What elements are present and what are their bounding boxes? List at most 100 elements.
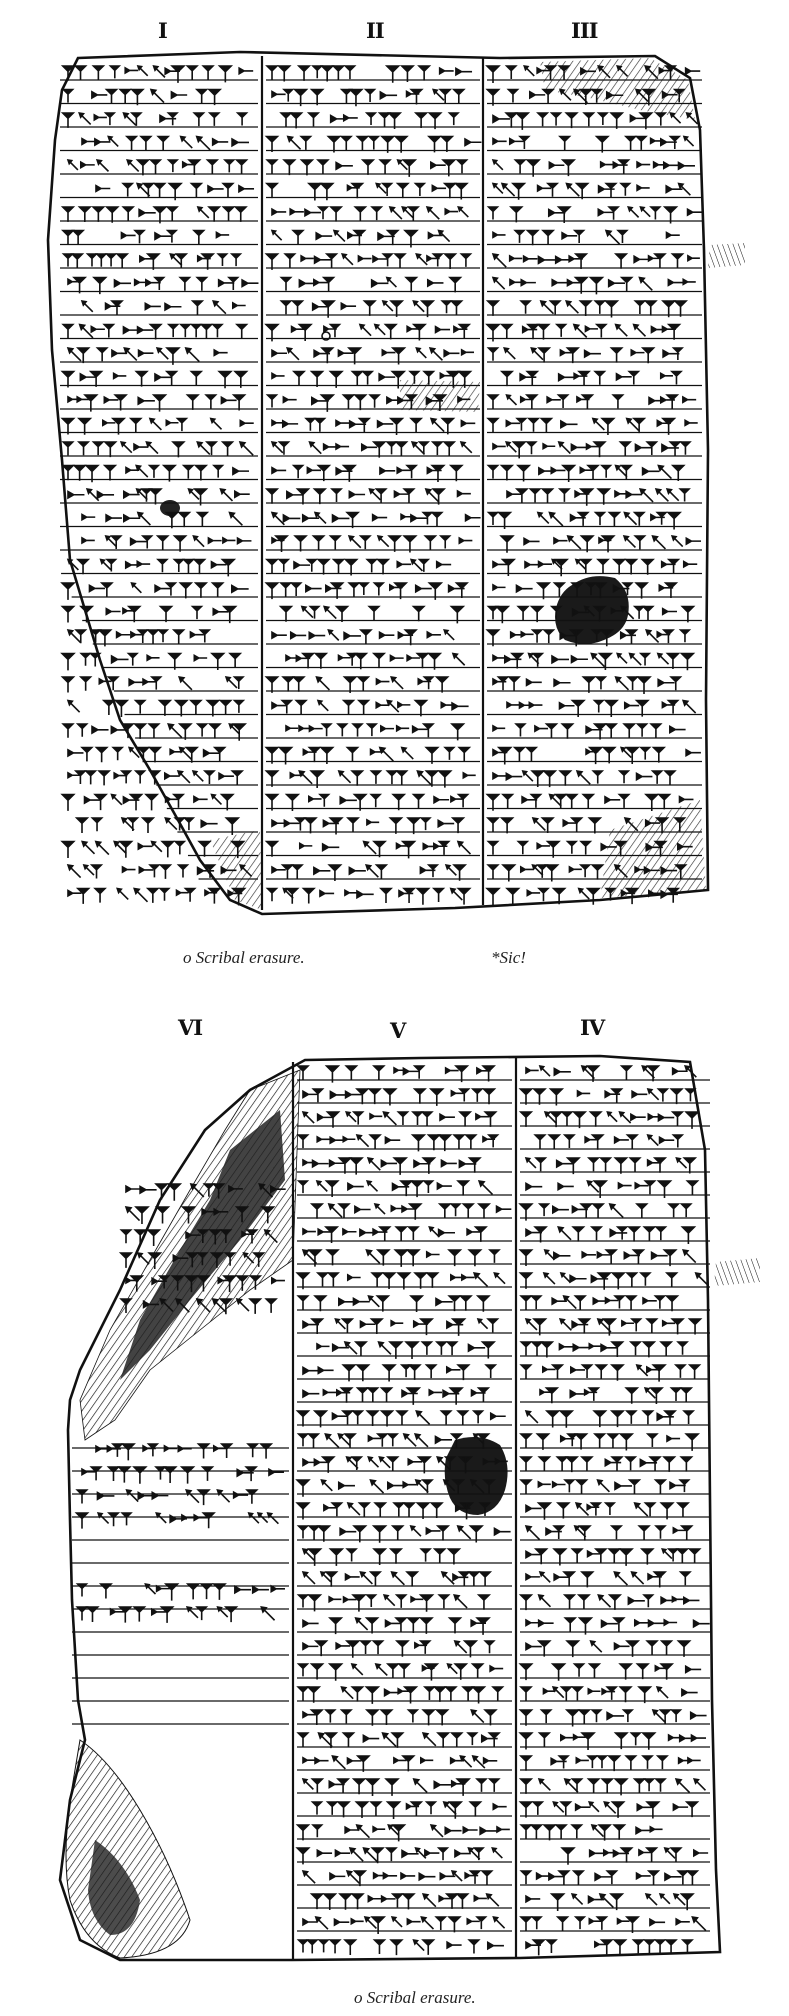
cuneiform-wedge [446,1548,462,1565]
cuneiform-wedge [557,488,571,502]
cuneiform-wedge [461,1686,476,1702]
cuneiform-wedge [540,488,555,504]
cuneiform-wedge [190,605,204,620]
cuneiform-wedge [105,558,118,572]
cuneiform-wedge [61,323,75,339]
cuneiform-wedge [283,818,300,828]
cuneiform-wedge [264,1298,278,1313]
cuneiform-wedge [565,347,580,364]
cuneiform-wedge [264,582,280,600]
cuneiform-wedge [324,1709,337,1723]
cuneiform-wedge [165,418,179,427]
cuneiform-wedge [205,699,221,717]
cuneiform-wedge [294,699,308,715]
cuneiform-wedge [451,1479,466,1495]
cuneiform-wedge [313,866,331,876]
cuneiform-wedge [233,206,248,222]
cuneiform-wedge [365,1179,379,1192]
cuneiform-wedge [447,1617,463,1634]
cuneiform-wedge [425,205,440,220]
cuneiform-wedge [193,795,208,804]
cuneiform-wedge [355,1088,370,1105]
cuneiform-wedge [678,795,694,804]
cuneiform-wedge [79,160,95,170]
cuneiform-wedge [411,323,427,341]
cuneiform-wedge [481,1088,497,1105]
cuneiform-wedge [152,182,167,198]
cuneiform-wedge [264,676,280,693]
cuneiform-wedge [665,652,681,670]
cuneiform-wedge [652,1571,668,1588]
cuneiform-wedge [378,372,396,382]
cuneiform-wedge [599,464,613,478]
cuneiform-wedge [283,253,297,268]
cuneiform-wedge [453,1663,469,1680]
cuneiform-wedge [364,1617,380,1634]
cuneiform-wedge [659,1663,675,1680]
cuneiform-wedge [320,1478,333,1492]
cuneiform-wedge [590,652,606,668]
cuneiform-wedge [280,864,295,879]
cuneiform-wedge [596,1478,610,1493]
cuneiform-wedge [210,560,227,570]
cuneiform-wedge [309,770,326,788]
cuneiform-wedge [582,112,596,127]
cuneiform-wedge [341,1732,356,1748]
cuneiform-wedge [219,1229,233,1244]
cuneiform-wedge [348,1157,364,1175]
cuneiform-wedge [687,254,700,262]
cuneiform-wedge [291,370,306,387]
cuneiform-wedge [413,1159,431,1169]
cuneiform-wedge [539,299,555,315]
cuneiform-wedge [673,864,688,879]
cuneiform-wedge [491,1686,505,1701]
cuneiform-wedge [399,65,415,83]
cuneiform-wedge [439,1410,453,1425]
cuneiform-wedge [280,699,294,714]
cuneiform-wedge [489,1664,504,1673]
cuneiform-wedge [78,111,92,125]
cuneiform-wedge [144,301,161,311]
cuneiform-wedge [137,396,155,406]
cuneiform-wedge [690,1733,707,1743]
cuneiform-wedge [195,511,210,527]
cuneiform-wedge [448,1387,464,1405]
cuneiform-wedge [580,1732,596,1750]
cuneiform-wedge [516,840,530,855]
cuneiform-wedge [379,1709,394,1726]
cuneiform-wedge [103,112,117,126]
cuneiform-wedge [665,487,680,502]
cuneiform-wedge [385,441,398,455]
cuneiform-wedge [343,1433,357,1449]
cuneiform-wedge [101,699,116,716]
cuneiform-wedge [306,1433,321,1448]
cuneiform-wedge [379,90,398,101]
cuneiform-wedge [210,652,226,671]
cuneiform-wedge [505,440,517,453]
cuneiform-wedge [685,1870,700,1885]
cuneiform-wedge [376,419,394,429]
cuneiform-wedge [494,1457,508,1466]
cuneiform-wedge [91,725,109,735]
cuneiform-wedge [324,1065,341,1083]
cuneiform-wedge [542,442,556,451]
cuneiform-wedge [438,1894,453,1903]
cuneiform-wedge [600,1778,615,1794]
cuneiform-wedge [424,1801,438,1815]
cuneiform-wedge [636,184,650,192]
cuneiform-wedge [192,229,206,245]
cuneiform-wedge [476,1594,492,1610]
cuneiform-wedge [666,558,681,574]
cuneiform-wedge [519,372,537,382]
cuneiform-wedge [641,605,655,621]
cuneiform-wedge [339,1709,353,1724]
cuneiform-wedge [450,795,464,804]
cuneiform-wedge [656,652,670,665]
cuneiform-wedge [122,489,140,500]
cuneiform-wedge [634,1181,649,1190]
cuneiform-wedge [271,865,286,874]
cuneiform-wedge [506,88,520,103]
cuneiform-wedge [554,323,568,337]
cuneiform-wedge [148,159,163,174]
column-label-2: II [366,18,385,43]
